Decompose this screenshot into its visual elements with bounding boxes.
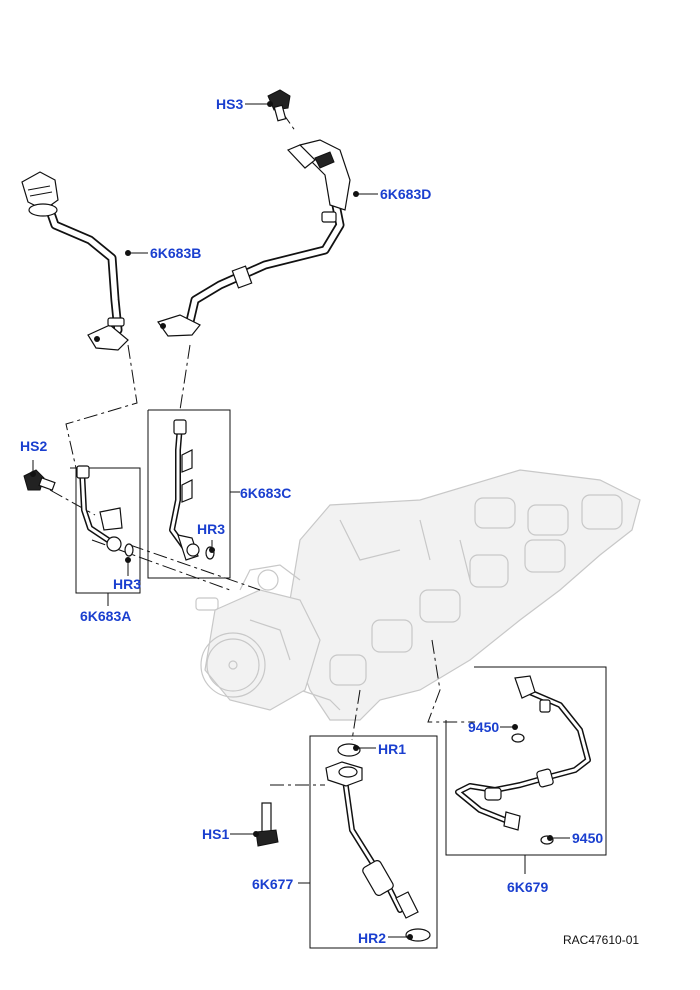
engine-manifold-ghost <box>289 469 641 721</box>
callout-9450-top: 9450 <box>468 719 500 735</box>
bolt-hs3 <box>267 89 291 122</box>
callout-6k679: 6K679 <box>507 879 549 895</box>
group-box-6k683c <box>147 409 231 579</box>
callout-6k677: 6K677 <box>252 876 294 892</box>
turbocharger-ghost <box>195 564 321 711</box>
assembly-lines <box>49 111 475 786</box>
pipe-6k679 <box>455 675 591 845</box>
hose-6k683b <box>21 171 129 351</box>
callout-hs2: HS2 <box>20 438 48 454</box>
callout-9450-bottom: 9450 <box>572 830 604 846</box>
callout-6k683b: 6K683B <box>150 245 202 261</box>
callout-hs1: HS1 <box>202 826 230 842</box>
group-box-6k679 <box>445 666 607 856</box>
callout-6k683a: 6K683A <box>80 608 132 624</box>
pipe-6k683c <box>169 419 215 561</box>
pipe-6k683a <box>76 465 134 557</box>
reference-code: RAC47610-01 <box>563 933 640 947</box>
callout-hr3-left: HR3 <box>113 576 142 592</box>
group-box-6k683a <box>70 467 141 594</box>
bolt-hs1 <box>255 802 279 847</box>
callout-hs3: HS3 <box>216 96 244 112</box>
callout-hr1: HR1 <box>378 741 407 757</box>
callout-6k683d: 6K683D <box>380 186 432 202</box>
bolt-hs2 <box>23 469 56 491</box>
callout-hr3-right: HR3 <box>197 521 226 537</box>
hose-6k683d <box>157 139 351 337</box>
callout-hr2: HR2 <box>358 930 387 946</box>
callout-6k683c: 6K683C <box>240 485 292 501</box>
pipe-6k677 <box>325 743 431 942</box>
group-box-6k677 <box>309 735 438 949</box>
leader-lines <box>30 101 570 940</box>
